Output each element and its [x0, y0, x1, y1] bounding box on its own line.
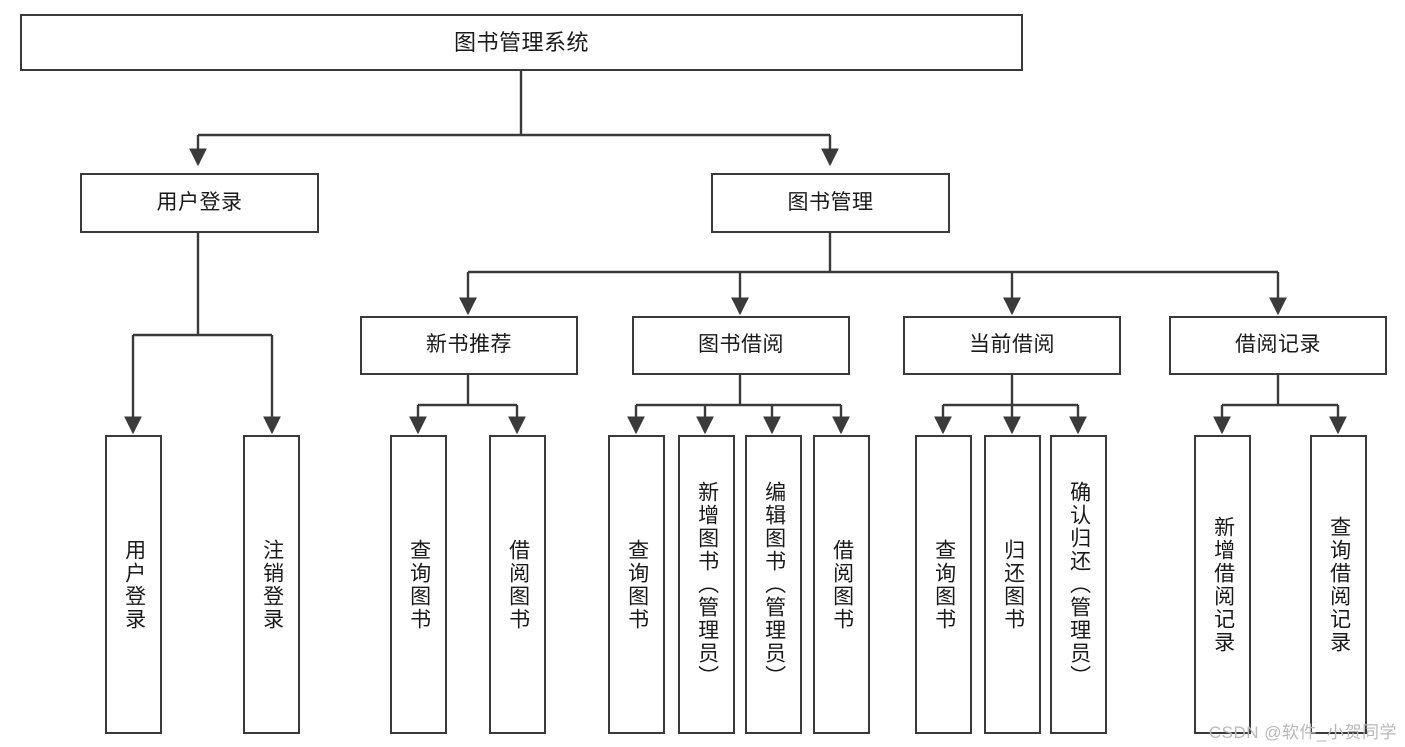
node-leaf-return-book[interactable]: 归还图书 — [984, 435, 1041, 734]
node-leaf-query-book-1-label: 查询图书 — [407, 538, 431, 631]
node-root[interactable]: 图书管理系统 — [20, 14, 1023, 71]
node-leaf-confirm-return[interactable]: 确认归还（管理员） — [1050, 435, 1107, 734]
node-leaf-user-login[interactable]: 用户登录 — [105, 435, 162, 734]
node-book-borrow-label: 图书借阅 — [698, 333, 784, 357]
node-leaf-user-logout[interactable]: 注销登录 — [243, 435, 300, 734]
node-leaf-add-record-label: 新增借阅记录 — [1211, 515, 1235, 654]
node-leaf-user-logout-label: 注销登录 — [260, 538, 284, 631]
node-leaf-add-book[interactable]: 新增图书（管理员） — [678, 435, 735, 734]
node-leaf-borrow-book-1-label: 借阅图书 — [506, 538, 530, 631]
node-leaf-add-book-label: 新增图书（管理员） — [695, 481, 719, 688]
watermark-text: CSDN @软件_小贺同学 — [1208, 723, 1397, 742]
node-leaf-query-book-3-label: 查询图书 — [932, 538, 956, 631]
node-user-login[interactable]: 用户登录 — [80, 173, 319, 233]
node-current-borrow-label: 当前借阅 — [969, 333, 1055, 357]
node-leaf-query-book-2[interactable]: 查询图书 — [608, 435, 665, 734]
node-new-book-recommend-label: 新书推荐 — [426, 333, 512, 357]
node-leaf-query-book-2-label: 查询图书 — [625, 538, 649, 631]
node-borrow-record[interactable]: 借阅记录 — [1169, 316, 1387, 375]
node-leaf-query-book-1[interactable]: 查询图书 — [390, 435, 447, 734]
node-leaf-return-book-label: 归还图书 — [1001, 538, 1025, 631]
node-borrow-record-label: 借阅记录 — [1235, 333, 1321, 357]
node-user-login-label: 用户登录 — [156, 190, 243, 214]
node-book-manage[interactable]: 图书管理 — [711, 173, 950, 233]
node-root-label: 图书管理系统 — [453, 29, 589, 55]
node-leaf-borrow-book-1[interactable]: 借阅图书 — [489, 435, 546, 734]
node-leaf-user-login-label: 用户登录 — [122, 538, 146, 631]
node-leaf-query-record[interactable]: 查询借阅记录 — [1310, 435, 1367, 734]
node-book-borrow[interactable]: 图书借阅 — [632, 316, 850, 375]
node-leaf-confirm-return-label: 确认归还（管理员） — [1067, 481, 1091, 688]
node-leaf-query-record-label: 查询借阅记录 — [1327, 515, 1351, 654]
node-book-manage-label: 图书管理 — [787, 190, 874, 214]
node-leaf-edit-book[interactable]: 编辑图书（管理员） — [745, 435, 802, 734]
node-leaf-borrow-book-2[interactable]: 借阅图书 — [813, 435, 870, 734]
node-leaf-add-record[interactable]: 新增借阅记录 — [1194, 435, 1251, 734]
node-new-book-recommend[interactable]: 新书推荐 — [360, 316, 578, 375]
node-leaf-edit-book-label: 编辑图书（管理员） — [762, 481, 786, 688]
node-current-borrow[interactable]: 当前借阅 — [903, 316, 1121, 375]
node-leaf-query-book-3[interactable]: 查询图书 — [915, 435, 972, 734]
node-leaf-borrow-book-2-label: 借阅图书 — [830, 538, 854, 631]
